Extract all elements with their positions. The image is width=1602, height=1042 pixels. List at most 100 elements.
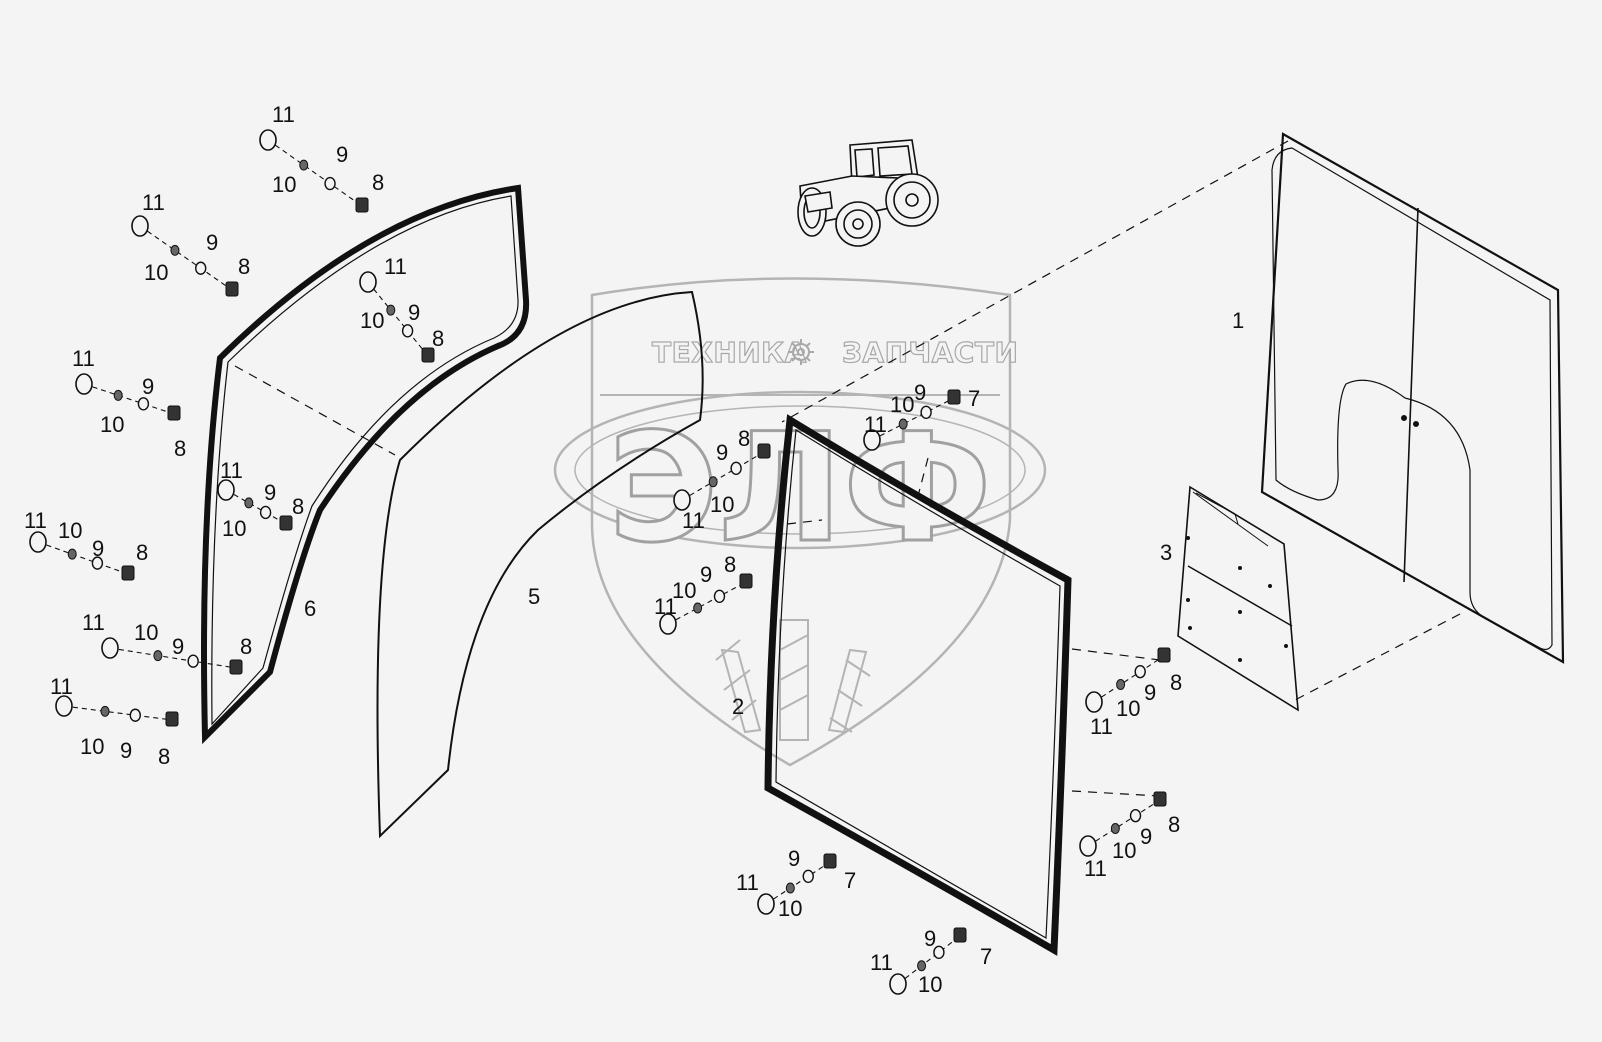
washer-part-9 <box>1129 808 1142 823</box>
clip-part-8 <box>757 443 771 459</box>
callout-9: 9 <box>1144 680 1156 705</box>
callout-5: 5 <box>528 584 540 609</box>
callout-8: 8 <box>724 552 736 577</box>
washer-part-9 <box>91 556 104 570</box>
clip-part-8 <box>165 711 179 727</box>
fastener-axis <box>765 861 831 905</box>
knob-part-11 <box>673 489 691 511</box>
fastener-set <box>673 443 771 511</box>
watermark-shield <box>590 277 1012 767</box>
washer-part-10 <box>693 602 703 614</box>
washer-part-9 <box>1134 664 1146 679</box>
part-3-rear-panel <box>1177 485 1299 712</box>
clip-part-7 <box>947 389 961 405</box>
washer-part-10 <box>244 497 254 509</box>
callout-7: 7 <box>968 386 980 411</box>
fastener-set <box>29 531 135 581</box>
callout-11: 11 <box>142 190 165 215</box>
callout-8: 8 <box>292 494 304 519</box>
callout-10: 10 <box>58 518 82 543</box>
knob-part-11 <box>55 695 73 717</box>
knob-part-11 <box>359 271 377 293</box>
knob-part-11 <box>217 479 235 501</box>
washer-part-10 <box>299 159 309 171</box>
fastener-set <box>863 389 961 451</box>
knob-part-11 <box>863 429 881 451</box>
callout-10: 10 <box>100 412 124 437</box>
washer-part-10 <box>100 705 110 717</box>
washer-part-10 <box>153 650 163 662</box>
fastener-set <box>757 853 837 915</box>
fastener-axis <box>897 935 961 985</box>
knob-part-11 <box>659 613 677 635</box>
fastener-axis <box>83 383 175 415</box>
callout-11: 11 <box>272 102 295 127</box>
callout-8: 8 <box>158 744 170 769</box>
knob-part-11 <box>75 373 93 395</box>
watermark-label-left: ТЕХНИКА <box>652 336 807 369</box>
callout-9: 9 <box>788 846 800 871</box>
callout-10: 10 <box>1112 838 1136 863</box>
washer-part-10 <box>1110 823 1120 835</box>
callout-9: 9 <box>408 300 420 325</box>
fastener-set <box>131 215 239 297</box>
callout-9: 9 <box>700 562 712 587</box>
callout-10: 10 <box>360 308 384 333</box>
fastener-axis <box>109 647 237 669</box>
fastener-set <box>359 271 435 363</box>
callout-9: 9 <box>92 536 104 561</box>
callout-11: 11 <box>220 458 243 483</box>
callout-9: 9 <box>924 926 936 951</box>
clip-part-8 <box>121 565 135 581</box>
knob-part-11 <box>131 215 149 237</box>
callout-11: 11 <box>24 508 47 533</box>
assembly-lines <box>234 140 1461 797</box>
fastener-set <box>55 695 179 727</box>
clip-part-7 <box>953 927 967 943</box>
washer-part-9 <box>324 176 336 191</box>
callout-11: 11 <box>864 412 887 437</box>
washer-part-10 <box>386 304 396 316</box>
washer-part-9 <box>259 505 272 520</box>
fastener-set <box>1079 791 1167 857</box>
fastener-axis <box>139 225 233 291</box>
fastener-axis <box>1093 655 1165 703</box>
callout-10: 10 <box>918 972 942 997</box>
gear-icon <box>788 339 814 365</box>
callout-7: 7 <box>844 868 856 893</box>
knob-part-11 <box>757 893 775 915</box>
fastener-axis <box>267 139 363 207</box>
callout-11: 11 <box>682 508 705 533</box>
clip-part-8 <box>1153 791 1167 807</box>
fastener-set <box>217 479 293 531</box>
washer-part-10 <box>898 418 908 430</box>
clip-part-8 <box>167 405 181 421</box>
callout-8: 8 <box>432 326 444 351</box>
callout-9: 9 <box>264 480 276 505</box>
callout-8: 8 <box>238 254 250 279</box>
fastener-axis <box>871 397 955 441</box>
callout-8: 8 <box>738 426 750 451</box>
callout-3: 3 <box>1160 540 1172 565</box>
clip-part-8 <box>229 659 243 675</box>
washer-part-10 <box>113 389 123 401</box>
watermark-ellipse <box>553 390 1047 550</box>
clip-part-8 <box>279 515 293 531</box>
knob-part-11 <box>1085 691 1103 713</box>
knob-part-11 <box>1079 835 1097 857</box>
fastener-set <box>75 373 181 421</box>
part-6-door-glass-framed <box>201 184 530 745</box>
callout-10: 10 <box>80 734 104 759</box>
watermark-text-left: ТЕХНИКА <box>651 335 807 369</box>
callout-11: 11 <box>384 254 407 279</box>
clip-part-8 <box>739 573 753 589</box>
callout-10: 10 <box>1116 696 1140 721</box>
callout-10: 10 <box>778 896 802 921</box>
fastener-axis <box>225 489 287 525</box>
callout-11: 11 <box>870 950 893 975</box>
fastener-set <box>1085 647 1171 713</box>
callout-9: 9 <box>1140 824 1152 849</box>
knob-part-11 <box>101 637 119 659</box>
tractor-icon <box>797 139 939 247</box>
